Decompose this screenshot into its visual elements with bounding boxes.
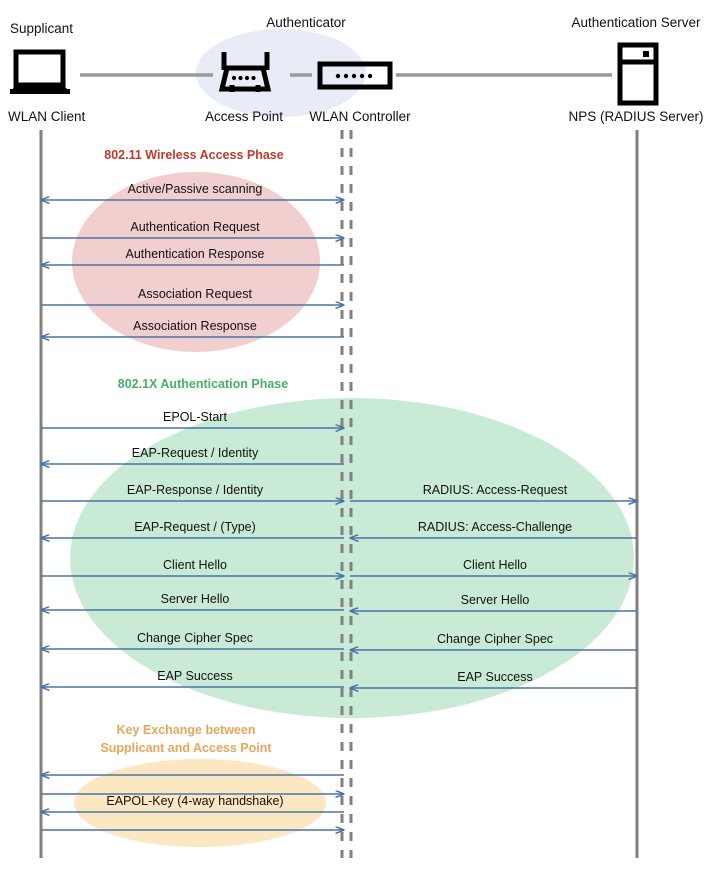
message-label-left-1: Authentication Request	[130, 220, 260, 234]
node-label-nps-radius-server: NPS (RADIUS Server)	[568, 109, 703, 124]
phase-labels: 802.11 Wireless Access Phase 802.1X Auth…	[100, 148, 288, 755]
message-row: Active/Passive scanning	[41, 182, 344, 200]
phase-label-key-exchange-line2: Supplicant and Access Point	[100, 741, 272, 755]
message-label-left-0: Active/Passive scanning	[128, 182, 263, 196]
message-label-left-7: EAP-Response / Identity	[127, 483, 264, 497]
message-row: EAPOL-Key (4-way handshake)	[41, 794, 344, 812]
phase-label-8021x: 802.1X Authentication Phase	[118, 377, 288, 391]
phase-8021x-ellipse	[70, 398, 634, 718]
message-label-left-15: EAPOL-Key (4-way handshake)	[106, 794, 283, 808]
message-label-right-3: Server Hello	[461, 593, 530, 607]
message-row: Client Hello	[41, 558, 344, 576]
message-row: RADIUS: Access-Request	[350, 483, 637, 501]
message-label-right-4: Change Cipher Spec	[437, 632, 553, 646]
phase-label-80211: 802.11 Wireless Access Phase	[104, 148, 283, 162]
message-label-left-3: Association Request	[138, 287, 252, 301]
role-labels: Supplicant WLAN Client Authenticator Acc…	[8, 15, 704, 124]
message-row: RADIUS: Access-Challenge	[350, 520, 637, 538]
message-row: EPOL-Start	[41, 410, 344, 428]
message-row: Association Request	[41, 287, 344, 305]
message-row: Change Cipher Spec	[41, 631, 344, 649]
lifelines	[39, 130, 639, 858]
message-row: EAP Success	[350, 670, 637, 688]
role-title-authentication-server: Authentication Server	[571, 15, 701, 30]
message-label-left-4: Association Response	[133, 319, 257, 333]
message-row: Server Hello	[350, 593, 637, 611]
message-row: Change Cipher Spec	[350, 632, 637, 650]
phase-label-key-exchange-line1: Key Exchange between	[117, 723, 256, 737]
message-label-right-2: Client Hello	[463, 558, 527, 572]
message-label-right-0: RADIUS: Access-Request	[423, 483, 568, 497]
access-point-icon	[218, 52, 272, 92]
message-row: Server Hello	[41, 592, 344, 610]
message-label-right-1: RADIUS: Access-Challenge	[418, 520, 572, 534]
message-row: Association Response	[41, 319, 344, 337]
role-title-supplicant: Supplicant	[10, 21, 73, 36]
phase-key-exchange-ellipse	[74, 759, 326, 847]
message-row: Authentication Request	[41, 220, 344, 238]
node-label-access-point: Access Point	[205, 109, 283, 124]
message-label-right-5: EAP Success	[457, 670, 533, 684]
message-label-left-11: Change Cipher Spec	[137, 631, 253, 645]
node-label-wlan-controller: WLAN Controller	[309, 109, 411, 124]
wlan-controller-icon	[317, 61, 393, 90]
message-label-left-5: EPOL-Start	[163, 410, 227, 424]
message-row: Client Hello	[350, 558, 637, 576]
node-label-wlan-client: WLAN Client	[8, 109, 86, 124]
message-label-left-9: Client Hello	[163, 558, 227, 572]
message-row: EAP-Request / Identity	[41, 446, 344, 464]
message-row: Authentication Response	[41, 247, 344, 265]
phase-80211-ellipse	[72, 172, 320, 352]
message-label-left-10: Server Hello	[161, 592, 230, 606]
phase-ellipses	[70, 172, 634, 847]
message-label-left-2: Authentication Response	[126, 247, 265, 261]
message-row: EAP Success	[41, 669, 344, 687]
role-title-authenticator: Authenticator	[266, 15, 346, 30]
message-label-left-8: EAP-Request / (Type)	[134, 520, 256, 534]
laptop-icon	[10, 49, 70, 94]
message-label-left-12: EAP Success	[157, 669, 233, 683]
message-row: EAP-Request / (Type)	[41, 520, 344, 538]
server-icon	[617, 42, 659, 106]
message-row: EAP-Response / Identity	[41, 483, 344, 501]
authenticator-group-ellipse	[196, 29, 366, 117]
message-label-left-6: EAP-Request / Identity	[132, 446, 259, 460]
